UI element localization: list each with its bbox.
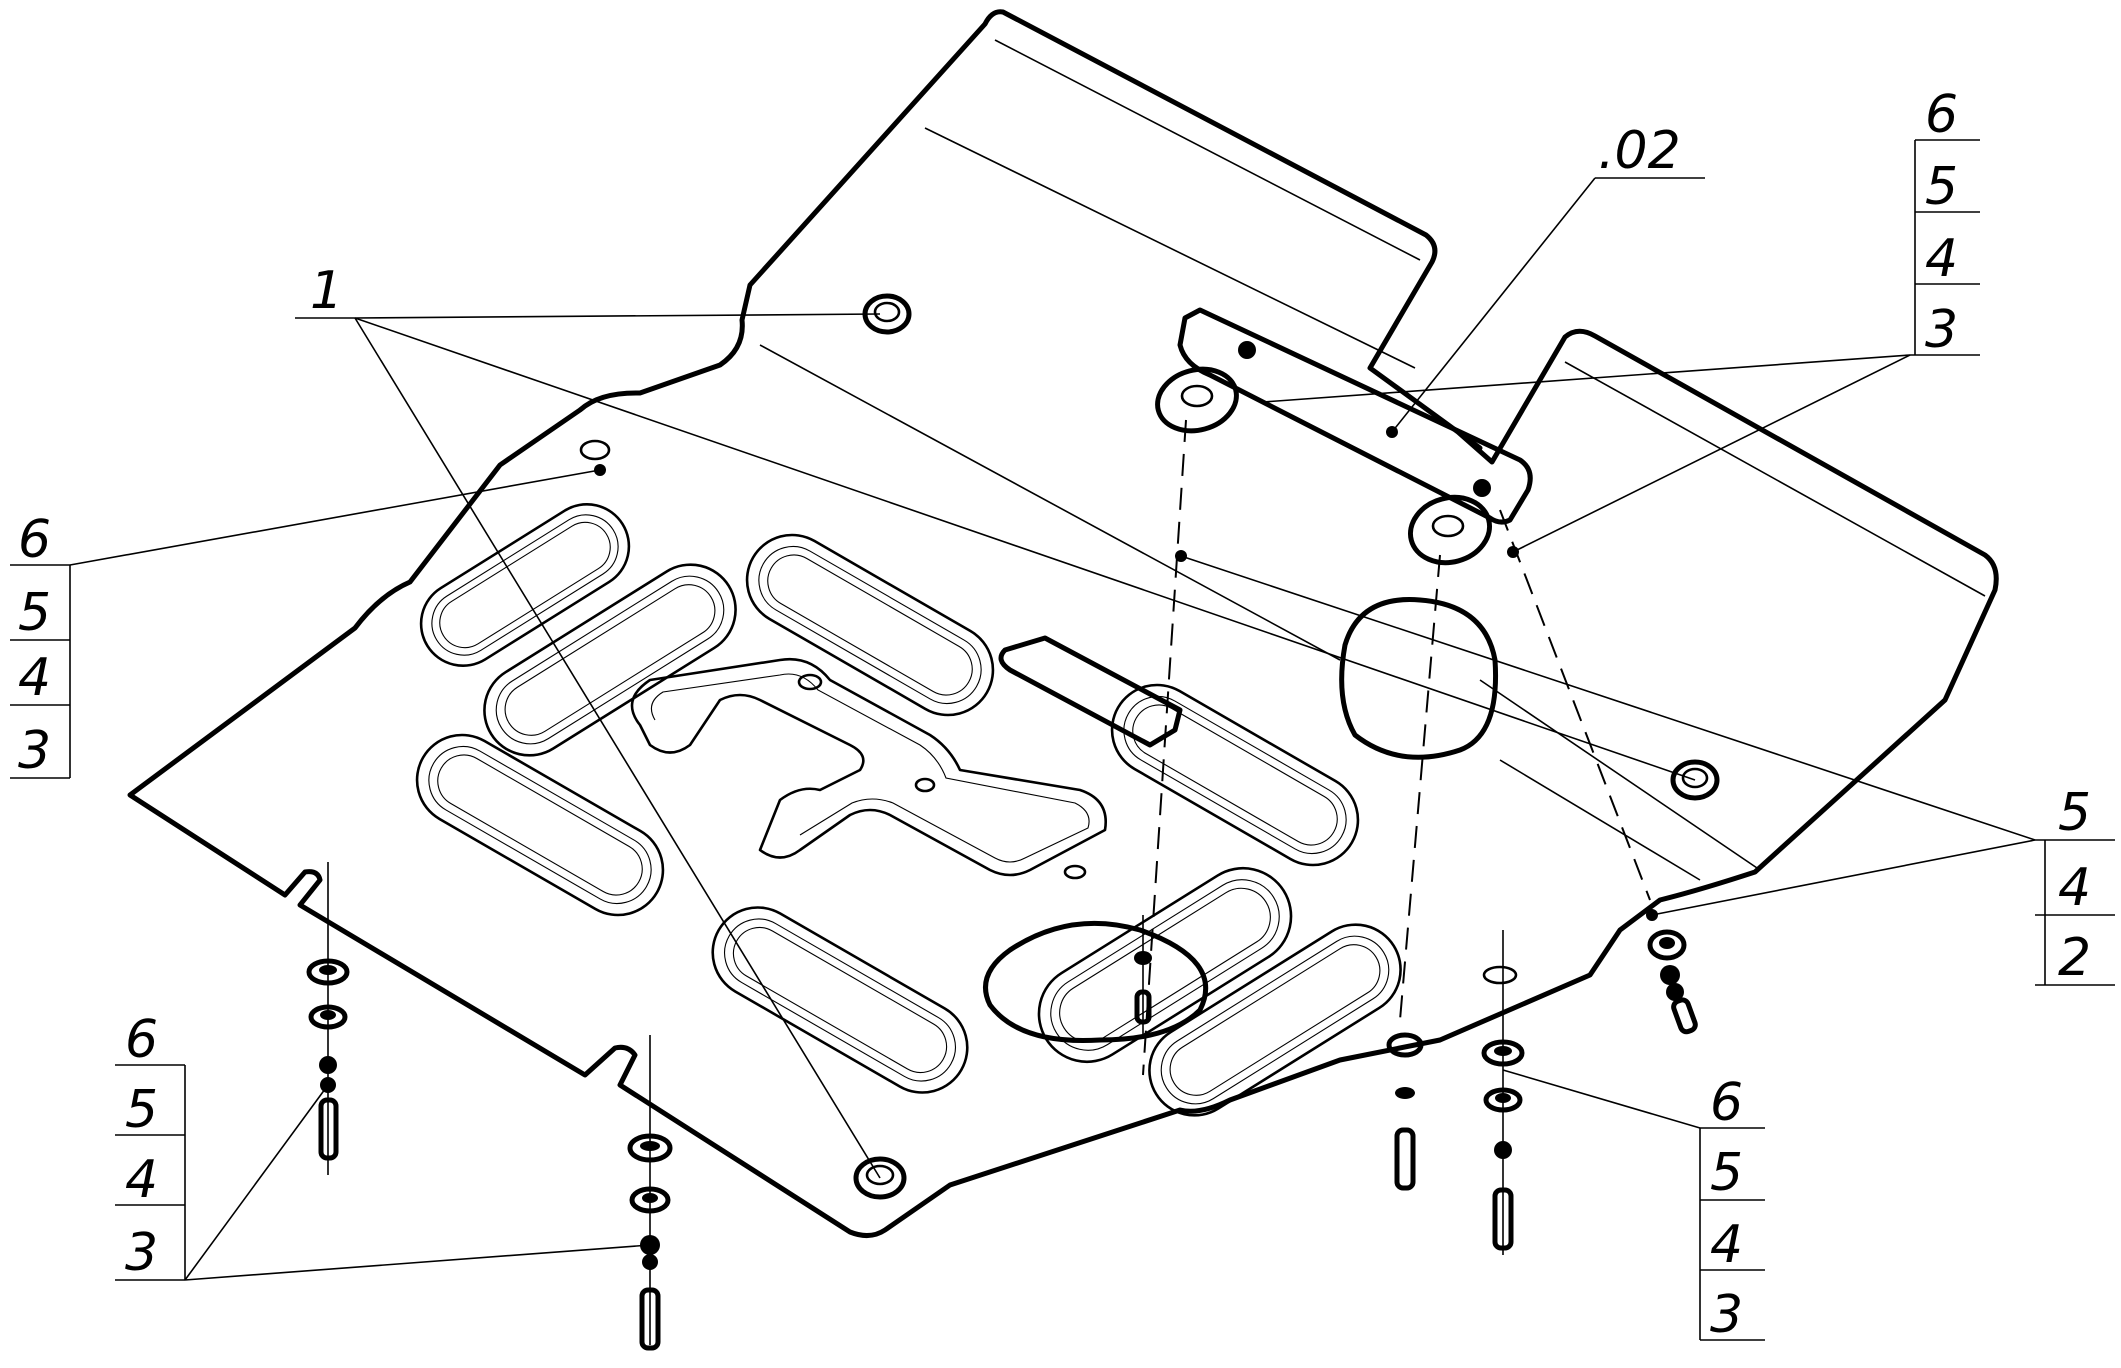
plate-outline xyxy=(127,9,1999,1238)
slot-8 xyxy=(1148,923,1402,1117)
assembly-axes xyxy=(327,419,1651,1345)
label-part-02: .02 xyxy=(1598,121,1681,181)
oval-cutout xyxy=(983,920,1209,1044)
stack-tr-3: 3 xyxy=(1925,300,1958,360)
bracket-hole-right xyxy=(1431,514,1465,538)
nut-r xyxy=(1494,1141,1512,1159)
bend-line-3 xyxy=(759,344,1341,661)
stack-rm-5: 5 xyxy=(2058,783,2091,843)
washer-big-r xyxy=(1481,1039,1525,1067)
skid-plate xyxy=(127,9,1999,1238)
callout-stack-bottom-left: 6 5 4 3 xyxy=(115,1010,186,1283)
bolt-r xyxy=(1492,1187,1514,1251)
bracket-ear-right xyxy=(1407,494,1493,566)
hole-emboss-2 xyxy=(914,777,936,793)
bracket-hole-left xyxy=(1180,384,1214,408)
hole-left-small xyxy=(579,439,611,461)
bracket-nut-left xyxy=(1238,341,1256,359)
stack-bl-5: 5 xyxy=(125,1080,158,1140)
bolt-mr xyxy=(1394,1127,1416,1191)
slot-hole-bottom xyxy=(1482,965,1518,985)
bend-line-2 xyxy=(994,39,1421,261)
bolt-c xyxy=(639,1287,661,1351)
round-cutout xyxy=(1339,597,1499,760)
nut-fr xyxy=(1660,965,1680,985)
bracket-ear-left xyxy=(1155,366,1239,434)
bend-line-1 xyxy=(924,127,1416,369)
hole-top-inner xyxy=(873,301,901,323)
washer-fr xyxy=(1647,929,1687,961)
stack-br-5: 5 xyxy=(1710,1143,1743,1203)
center-raised-plate xyxy=(998,635,1183,748)
bolt-fr xyxy=(1671,997,1698,1035)
bolt-cutout xyxy=(1134,989,1152,1025)
label-part-1: 1 xyxy=(310,261,343,321)
stack-bl-4: 4 xyxy=(125,1150,158,1210)
stack-l-4: 4 xyxy=(18,648,51,708)
callout-stack-top-right: 6 5 4 3 xyxy=(1914,85,1980,360)
hole-bottom xyxy=(853,1156,907,1200)
slot-7 xyxy=(1037,866,1293,1064)
hole-emboss-1 xyxy=(797,673,823,691)
nut-cutout xyxy=(1134,951,1152,965)
slot-1 xyxy=(419,503,631,667)
bend-line-4 xyxy=(1564,361,1986,597)
callout-stack-right-mid: 5 4 2 xyxy=(2035,783,2115,988)
slot-3 xyxy=(415,733,665,917)
stack-l-5: 5 xyxy=(18,583,51,643)
callout-stack-bottom-right: 6 5 4 3 xyxy=(1699,1073,1765,1345)
stack-tr-5: 5 xyxy=(1925,157,1958,217)
hole-right xyxy=(1670,759,1720,801)
serpentine-emboss xyxy=(630,657,1108,877)
slot-6 xyxy=(711,906,969,1094)
bracket-nut-right xyxy=(1473,479,1491,497)
stack-rm-4: 4 xyxy=(2058,858,2091,918)
washer-c xyxy=(629,1186,671,1214)
bend-line-6 xyxy=(1499,759,1701,881)
stack-br-4: 4 xyxy=(1710,1215,1743,1275)
stack-bl-3: 3 xyxy=(125,1223,158,1283)
washer-mr xyxy=(1386,1032,1424,1058)
stack-l-3: 3 xyxy=(18,721,51,781)
stack-l-6: 6 xyxy=(18,510,51,570)
stack-br-6: 6 xyxy=(1710,1073,1743,1133)
bend-line-5 xyxy=(1479,679,1761,871)
bracket-02 xyxy=(1155,307,1533,566)
stack-br-3: 3 xyxy=(1710,1285,1743,1345)
stack-bl-6: 6 xyxy=(125,1010,158,1070)
hole-emboss-3 xyxy=(1063,864,1087,880)
labels: 1 .02 6 5 4 3 6 5 4 3 xyxy=(10,85,2115,1345)
hole-right-inner xyxy=(1681,767,1709,789)
stack-tr-4: 4 xyxy=(1925,229,1958,289)
stack-rm-2: 2 xyxy=(2058,928,2091,988)
serpentine-emboss-inner xyxy=(650,673,1090,863)
washer-big-c xyxy=(627,1133,673,1163)
hole-bottom-inner xyxy=(865,1164,895,1186)
nut-l xyxy=(319,1056,337,1074)
stack-tr-6: 6 xyxy=(1925,85,1958,145)
callout-stack-left: 6 5 4 3 xyxy=(10,510,71,781)
washer-big-l xyxy=(306,958,350,986)
bracket-outline xyxy=(1177,307,1533,525)
bolt-l xyxy=(318,1097,339,1161)
slot-4 xyxy=(745,533,995,717)
fasteners xyxy=(306,929,1698,1351)
slot-5 xyxy=(1110,683,1360,867)
washer-r xyxy=(1483,1087,1523,1113)
washer-l xyxy=(308,1004,348,1030)
emboss-slots xyxy=(415,503,1499,1117)
leader-lines xyxy=(69,177,2036,1281)
